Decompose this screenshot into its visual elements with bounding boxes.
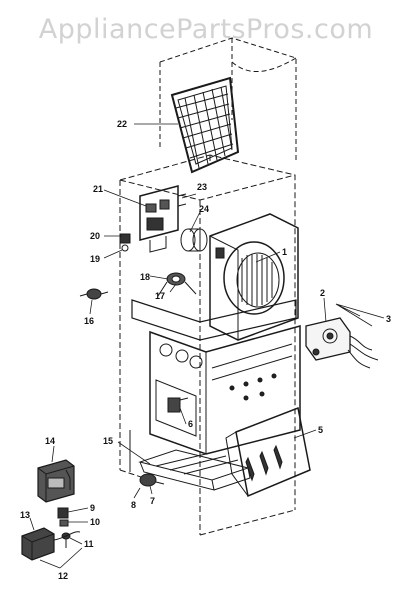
callout-24: 24 (199, 204, 209, 214)
callout-21: 21 (93, 184, 103, 194)
callout-2: 2 (320, 288, 325, 298)
heat-exchanger-partition (131, 299, 301, 455)
callout-20: 20 (90, 231, 100, 241)
limit-switch-small (119, 233, 131, 252)
callout-5: 5 (318, 425, 323, 435)
callout-22: 22 (117, 119, 127, 129)
callout-17: 17 (155, 291, 165, 301)
transformer (37, 459, 75, 503)
control-board (139, 185, 187, 253)
callout-23: 23 (197, 182, 207, 192)
callout-9: 9 (90, 503, 95, 513)
callout-11: 11 (84, 539, 94, 549)
callout-3: 3 (386, 314, 391, 324)
dashed-cabinet-outline (119, 154, 296, 536)
gas-valve (305, 317, 379, 369)
callout-8: 8 (131, 500, 136, 510)
callout-15: 15 (103, 436, 113, 446)
callout-7: 7 (150, 496, 155, 506)
callout-6: 6 (188, 419, 193, 429)
callout-14: 14 (45, 436, 55, 446)
callout-16: 16 (84, 316, 94, 326)
callout-10: 10 (90, 517, 100, 527)
watermark-text: AppliancePartsPros.com (38, 14, 374, 45)
callout-13: 13 (20, 510, 30, 520)
callout-1: 1 (282, 247, 287, 257)
dashed-plenum-duct (159, 37, 297, 160)
callout-19: 19 (90, 254, 100, 264)
relay-and-screws (57, 507, 71, 548)
capacitor (180, 228, 208, 252)
burner-cover (225, 406, 311, 498)
air-filter (170, 76, 240, 174)
callout-18: 18 (140, 272, 150, 282)
blower-assembly (209, 213, 299, 341)
leader-lines (29, 123, 385, 569)
rollout-switch (79, 288, 109, 300)
junction-box (21, 527, 81, 561)
burner-manifold-tray (129, 430, 251, 491)
callout-12: 12 (58, 571, 68, 581)
callout-labels: 22 23 21 24 20 19 18 17 1 16 2 3 6 5 15 … (20, 119, 391, 581)
igniter-bracket (139, 473, 165, 487)
